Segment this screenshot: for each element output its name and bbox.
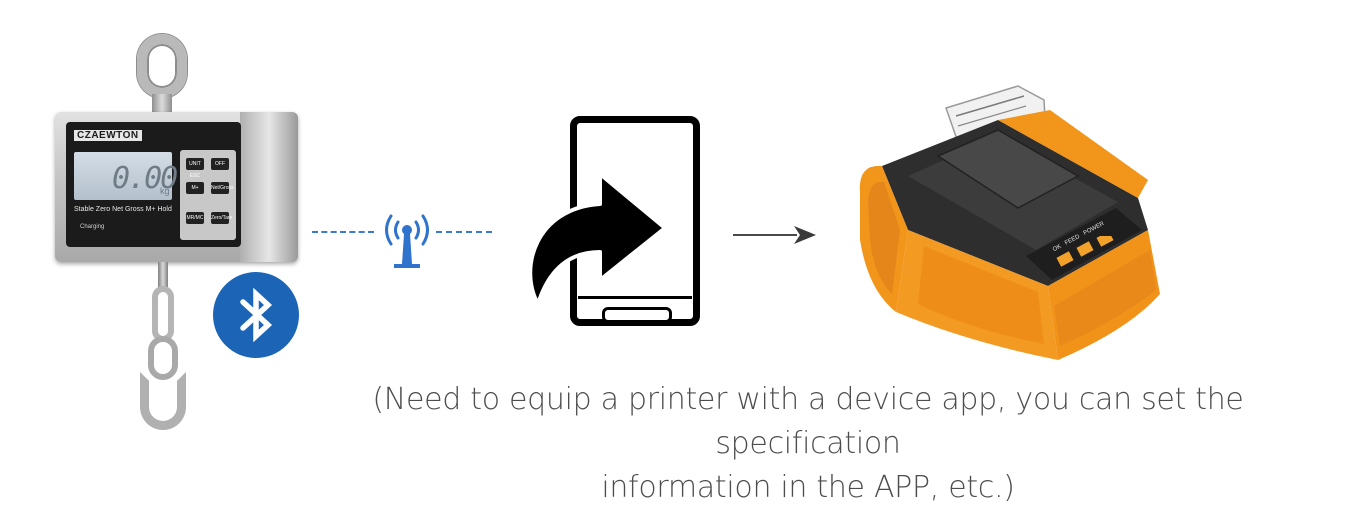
scale-indicator-labels: Stable Zero Net Gross M+ Hold: [74, 206, 172, 213]
ring-neck: [152, 94, 172, 116]
scale-display-value: 0.00: [112, 161, 178, 196]
signal-dashed-line-right: [436, 231, 492, 233]
share-arrow: [510, 168, 670, 333]
scale-display-unit: kg: [160, 186, 170, 196]
scale-brand-label: CZAEWTON: [74, 130, 142, 141]
lifting-hook: [140, 372, 186, 430]
scale-housing-side: [240, 112, 298, 262]
bluetooth-badge: [213, 272, 299, 358]
bluetooth-icon: [240, 287, 273, 343]
phone-screen-divider: [578, 296, 692, 299]
thermal-printer: OK FEED POWER: [848, 80, 1166, 367]
signal-dashed-line-left: [312, 231, 374, 233]
phone-home-button: [602, 307, 672, 323]
thermal-printer-image: [859, 85, 1160, 360]
arrow-head: [794, 226, 818, 249]
scale-key-off: OFF: [211, 158, 229, 170]
printer-buttons: [1054, 231, 1124, 281]
scale-charging-label: Charging: [80, 224, 105, 230]
swivel-ring: [137, 34, 187, 98]
arrow-shaft: [733, 234, 797, 236]
wireless-antenna-icon: [385, 214, 429, 268]
share-arrow-icon: [528, 172, 667, 306]
scale-key-net-gross: Net/Gross: [211, 182, 234, 194]
printer-buttons-graphic: [1056, 231, 1114, 267]
scale-key-mplus: M+: [186, 182, 204, 194]
right-arrow-icon: [794, 226, 816, 244]
hook-shaft: [158, 262, 168, 292]
scale-key-zero-tare: Zero/Tare: [211, 212, 232, 224]
chain-link-upper: [152, 286, 174, 342]
scale-lcd-display: [74, 152, 172, 200]
scale-key-esc: UNIT ESC: [186, 158, 204, 179]
caption-text: (Need to equip a printer with a device a…: [290, 378, 1326, 510]
wireless-antenna: [378, 210, 436, 277]
scale-keypad: UNIT ESC OFF M+ Net/Gross MR/MC Zero/Tar…: [180, 150, 236, 240]
caption-line-1: (Need to equip a printer with a device a…: [372, 382, 1244, 461]
scale-key-mr-mc: MR/MC: [186, 212, 204, 224]
caption-line-2: information in the APP, etc.): [601, 470, 1015, 505]
